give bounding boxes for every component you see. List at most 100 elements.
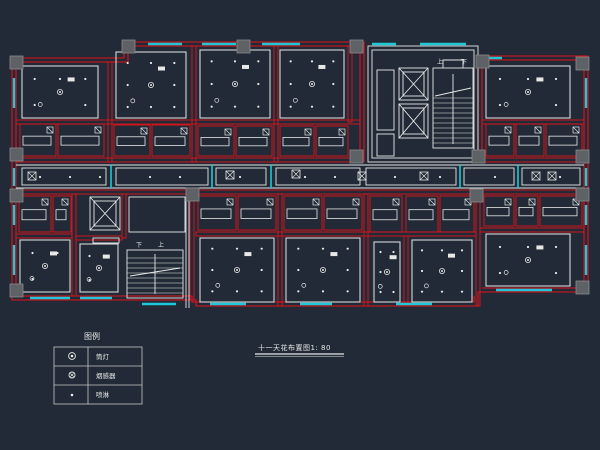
air-vent xyxy=(448,253,455,258)
exhaust-fan-mark xyxy=(464,198,472,206)
downlight-icon xyxy=(308,81,315,88)
exhaust-fan xyxy=(61,198,69,206)
sprinkler-icon xyxy=(173,61,176,65)
sprinkler-icon xyxy=(149,105,153,109)
wet-room xyxy=(439,195,475,233)
sprinkler-icon xyxy=(233,105,237,108)
corridor-access-panels xyxy=(27,169,557,181)
air-vent xyxy=(244,252,252,257)
corridor-glass-doors xyxy=(110,165,519,188)
legend-label-downlight: 筒灯 xyxy=(96,352,110,361)
room-ceiling xyxy=(21,65,99,119)
sprinkler-icon xyxy=(257,60,260,63)
legend-table-frame xyxy=(53,346,143,405)
downlight-icon xyxy=(42,262,49,269)
vanity-counter xyxy=(518,206,534,217)
downlight-icon-center xyxy=(234,83,236,85)
air-vent xyxy=(536,245,544,250)
west-elevator-threshold xyxy=(92,237,120,244)
exhaust-fan xyxy=(338,128,346,136)
vanity-counter xyxy=(542,206,578,217)
downlight-icon xyxy=(231,81,238,88)
sprinkler-icon xyxy=(149,61,153,65)
exhaust-fan-mark xyxy=(262,128,270,136)
air-vent xyxy=(67,77,75,82)
access-panel xyxy=(291,169,301,179)
wet-room xyxy=(515,195,539,227)
wet-room xyxy=(539,195,583,227)
sprinkler-icon xyxy=(379,270,382,274)
exhaust-fan-mark xyxy=(266,198,274,206)
structural-column xyxy=(575,56,590,71)
wet-room-layer xyxy=(18,123,583,233)
wet-room xyxy=(323,195,363,231)
exhaust-fan-mark xyxy=(534,126,542,134)
west-stair-treads xyxy=(127,257,183,294)
sprinkler-icon xyxy=(126,105,129,109)
sprinkler-icon xyxy=(392,290,395,294)
room-ceiling xyxy=(485,233,571,287)
sprinkler-icon xyxy=(498,271,502,275)
ceiling-fixtures xyxy=(29,60,562,294)
sprinkler-icon xyxy=(260,290,263,293)
smoke-detector-icon xyxy=(214,97,220,103)
exhaust-fan xyxy=(534,126,542,134)
core-outline xyxy=(367,45,479,163)
vanity-counter xyxy=(200,208,232,219)
exhaust-fan xyxy=(94,126,102,134)
wet-room xyxy=(52,195,72,233)
exhaust-fan-mark xyxy=(572,126,580,134)
vanity-counter xyxy=(240,208,272,219)
sprinkler-icon xyxy=(460,269,464,273)
exhaust-fan-mark xyxy=(226,198,234,206)
room-ceiling xyxy=(19,239,71,293)
access-panel xyxy=(27,171,37,181)
exhaust-fan xyxy=(266,198,274,206)
interior-wall xyxy=(15,119,361,125)
smoke-detector-icon xyxy=(130,98,136,104)
room-ceiling xyxy=(199,49,271,119)
vanity-counter xyxy=(22,135,52,146)
sprinkler-icon xyxy=(33,77,36,81)
sprinkler-icon xyxy=(126,61,129,65)
downlight-icon-center xyxy=(150,84,152,86)
sprinkler-icon xyxy=(310,60,314,63)
elevator-shaft-2-cross xyxy=(398,103,429,139)
drawing-title: 十一天花布置图1: 80 xyxy=(258,343,331,352)
sprinkler-icon xyxy=(38,175,42,179)
sprinkler-icon xyxy=(303,175,307,179)
access-panel xyxy=(225,170,235,180)
wet-room xyxy=(515,123,545,157)
elevator-shaft-1-car xyxy=(402,71,425,97)
sprinkler-icon xyxy=(211,268,214,272)
downlight-icon xyxy=(147,82,154,89)
sprinkler-icon xyxy=(420,249,424,252)
wet-room xyxy=(283,195,323,231)
sprinkler-icon xyxy=(88,254,91,258)
sprinkler-icon xyxy=(440,249,444,252)
downlight-icon xyxy=(57,89,64,96)
structural-column xyxy=(9,147,24,162)
exhaust-fan-mark xyxy=(528,198,536,206)
smoke-detector-icon xyxy=(68,371,76,379)
exhaust-fan xyxy=(504,126,512,134)
sprinkler-icon xyxy=(297,268,300,272)
room-ceiling xyxy=(115,51,187,119)
sprinkler-icon xyxy=(289,105,292,108)
legend-table xyxy=(53,346,143,405)
sprinkler-icon xyxy=(498,245,502,249)
structural-column xyxy=(9,55,24,70)
sprinkler-icon xyxy=(498,103,502,107)
exterior-wall-south-inner xyxy=(15,62,475,303)
sprinkler-icon xyxy=(148,175,152,179)
vanity-counter xyxy=(442,209,470,221)
air-vent xyxy=(242,64,249,69)
vanity-counter xyxy=(21,209,47,221)
exhaust-fan xyxy=(180,127,188,135)
sprinkler-icon xyxy=(233,60,237,63)
sprinkler-icon xyxy=(257,82,260,86)
structural-column xyxy=(475,54,490,69)
structural-column xyxy=(185,187,200,202)
vertical-core xyxy=(367,45,479,163)
